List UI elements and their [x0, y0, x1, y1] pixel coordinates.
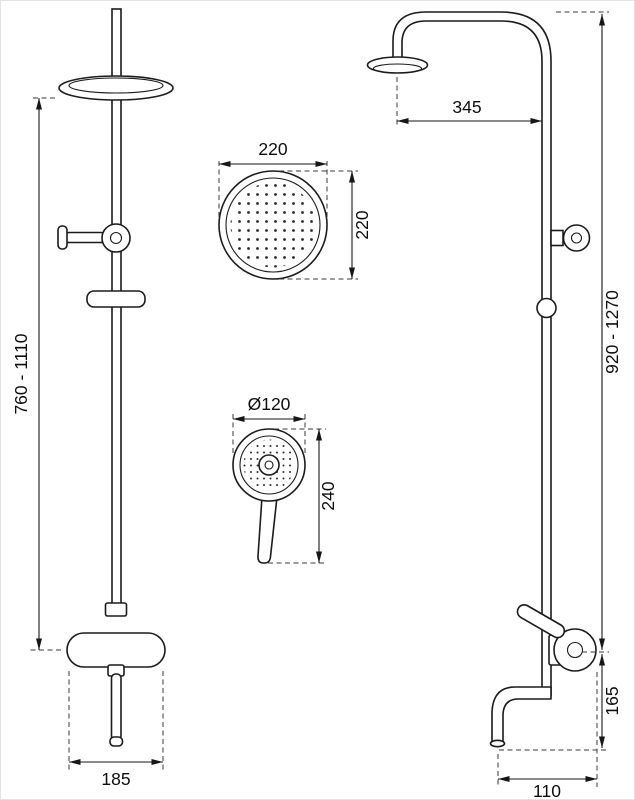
front-diverter-handle [63, 231, 107, 244]
dim-label-hand-length: 240 [318, 481, 338, 510]
dim-hand-diameter: Ø120 [232, 394, 306, 453]
dim-label-front-height: 760 - 1110 [11, 333, 31, 414]
dim-label-hand-diameter: Ø120 [248, 394, 291, 414]
shower-head-top-view [218, 170, 328, 280]
dim-label-head-width: 220 [258, 139, 287, 159]
dim-label-spout-reach: 110 [533, 781, 561, 800]
dim-label-front-base-width: 185 [101, 769, 130, 789]
front-diverter-knob [101, 223, 131, 253]
dim-label-arm-reach: 345 [452, 97, 481, 117]
front-pipe [111, 96, 122, 610]
side-spout [491, 686, 552, 743]
front-shower-head [58, 75, 174, 101]
dim-front-height: 760 - 1110 [11, 97, 61, 651]
front-diverter-knob-center [109, 231, 123, 245]
dim-label-spout-height: 165 [602, 686, 622, 715]
dim-spout-reach: 110 [497, 672, 598, 800]
hand-shower-handle [257, 496, 278, 564]
side-mixer-lever [516, 604, 566, 639]
front-spout-down [110, 673, 122, 741]
dim-side-height: 920 - 1270 [556, 11, 622, 653]
side-mixer-body-center [566, 641, 584, 659]
side-spout-outlet [489, 739, 506, 748]
side-slider-knob [536, 297, 557, 319]
front-view [57, 8, 174, 747]
side-mixer-body [553, 628, 597, 672]
head-face-rim [225, 177, 321, 273]
dim-head-width: 220 [218, 139, 328, 217]
front-pipe-top [111, 8, 122, 80]
dim-hand-length: 240 [268, 428, 338, 564]
dim-front-base-width: 185 [68, 671, 164, 789]
hand-shower-view [232, 428, 306, 564]
dim-spout-height: 165 [499, 654, 622, 751]
head-face-nozzles [230, 182, 316, 268]
hand-shower-face-rim [239, 435, 299, 495]
hand-shower-center-button [258, 454, 280, 476]
front-diverter-handle-tip [57, 225, 68, 250]
side-view [366, 11, 597, 748]
hand-shower-center-dot [264, 460, 274, 470]
front-slider-holder [86, 290, 146, 308]
side-diverter-shaft [550, 229, 564, 247]
front-shower-head-rim [68, 77, 164, 94]
side-diverter-knob [562, 224, 591, 252]
front-connector-nut [104, 602, 128, 617]
dim-label-head-height: 220 [352, 210, 372, 239]
dim-arm-reach: 345 [396, 77, 542, 127]
dim-label-side-height: 920 - 1270 [602, 290, 622, 374]
side-diverter-knob-center [570, 232, 583, 244]
dim-head-height: 220 [279, 170, 372, 280]
front-spout-tip [109, 736, 124, 747]
front-mixer-body [66, 632, 166, 668]
side-shower-head-rim [372, 63, 423, 74]
